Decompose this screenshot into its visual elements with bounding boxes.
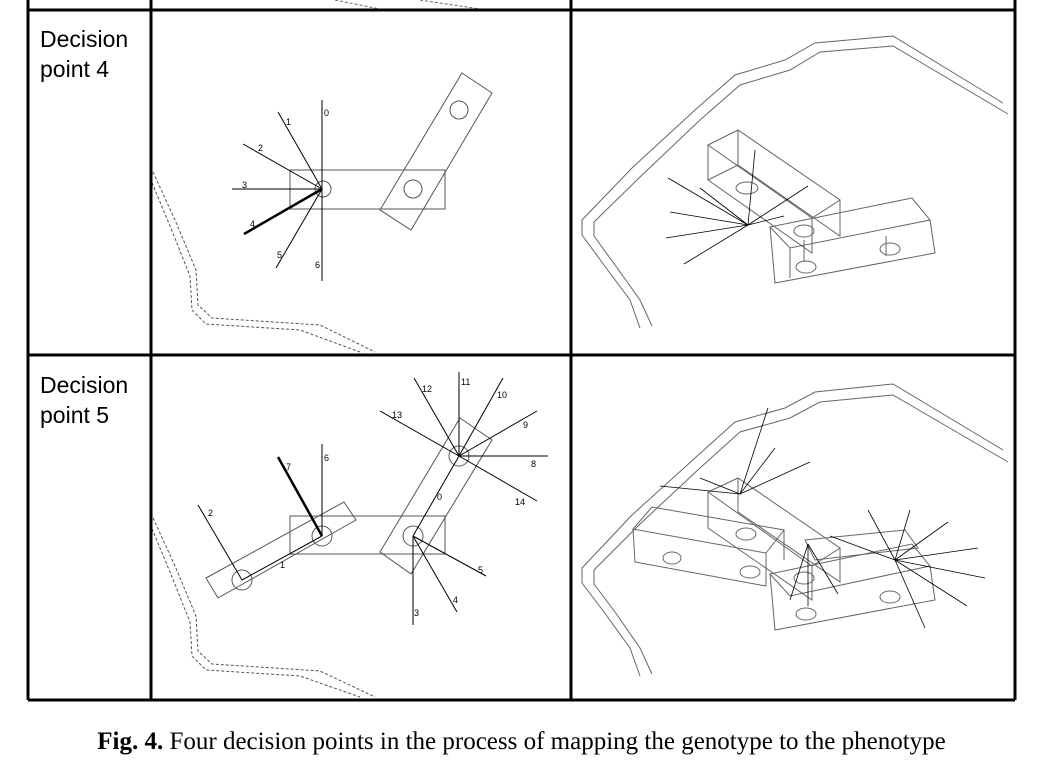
row-label-decision-point-4: Decision point 4	[40, 24, 128, 84]
row4-plan-view: 0 1 2 3 4 5 6	[149, 72, 493, 353]
figure-caption: Fig. 4. Four decision points in the proc…	[0, 728, 1043, 756]
ray-label: 3	[414, 608, 419, 618]
terrain-outline-inner	[593, 45, 1009, 327]
boundary-wall	[152, 171, 376, 353]
row-label-line: point 4	[40, 56, 110, 82]
ray-label: 9	[523, 420, 528, 430]
row-label-line: Decision	[40, 372, 129, 398]
ray-label: 0	[437, 492, 442, 502]
module-center	[289, 515, 446, 555]
row-label-line: point 5	[40, 402, 110, 428]
selected-ray	[243, 187, 323, 236]
ray-label: 0	[324, 108, 329, 118]
row-label-decision-point-5: Decision point 5	[40, 370, 128, 430]
row-label-line: Decision	[40, 26, 129, 52]
ray-label: 1	[280, 560, 285, 570]
ray-labels: 1 2 6 7 0 3 4 5 8 9 10 11 12 13 14	[208, 377, 536, 618]
boundary-wall-inner	[149, 177, 361, 353]
ray-label: 6	[324, 453, 329, 463]
decision-rays-left	[197, 444, 323, 581]
top-edge-remnants	[334, 0, 481, 10]
row5-3d-view	[581, 383, 1009, 677]
module-long	[205, 501, 357, 599]
ray-label: 6	[315, 260, 320, 270]
terrain-outline	[581, 35, 1004, 329]
decision-rays	[232, 100, 323, 281]
row4-3d-view	[581, 35, 1009, 329]
ray-label: 2	[208, 508, 213, 518]
module-hole	[403, 179, 423, 199]
ray-label: 1	[286, 117, 291, 127]
caption-label: Fig. 4.	[97, 728, 164, 755]
boundary-wall	[152, 517, 376, 698]
ray-label: 5	[478, 565, 483, 575]
terrain-outline-inner	[593, 394, 1009, 675]
module-hole	[231, 569, 253, 591]
ray-label: 10	[497, 390, 507, 400]
boundary-wall-inner	[149, 523, 361, 698]
module-tilted	[379, 72, 493, 231]
selected-ray	[276, 456, 324, 537]
ray-labels: 0 1 2 3 4 5 6	[242, 108, 329, 270]
ray-label: 5	[277, 250, 282, 260]
ray-label: 8	[531, 459, 536, 469]
row5-plan-view: 1 2 6 7 0 3 4 5 8 9 10 11 12 13 14	[149, 372, 548, 698]
ray-label: 13	[392, 410, 402, 420]
ray-label: 3	[242, 180, 247, 190]
ray-label: 4	[250, 219, 255, 229]
terrain-outline	[581, 383, 1004, 677]
table-grid	[26, 0, 1017, 702]
decision-rays-center	[412, 455, 487, 625]
ray-label: 11	[461, 377, 470, 387]
decision-rays-upper	[379, 372, 548, 502]
ray-label: 12	[422, 384, 432, 394]
module-tilted	[379, 417, 493, 575]
caption-text: Four decision points in the process of m…	[163, 728, 946, 755]
ray-label: 4	[453, 595, 458, 605]
ray-label: 14	[515, 497, 525, 507]
ray-label: 7	[286, 462, 291, 472]
ray-label: 2	[258, 143, 263, 153]
module-hole	[449, 100, 469, 120]
